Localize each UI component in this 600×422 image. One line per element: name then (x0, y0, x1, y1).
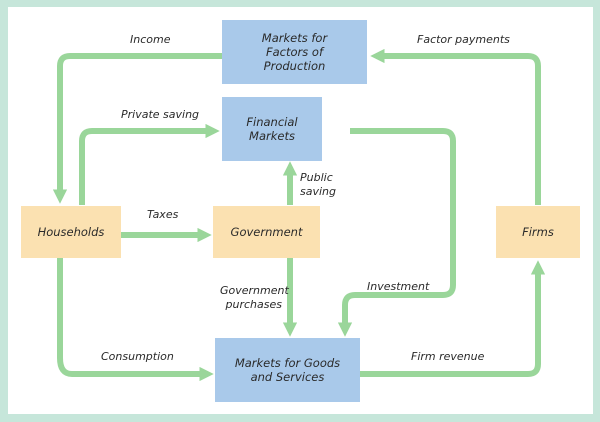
factor-payments-arrow (370, 48, 541, 205)
node-label: Markets for Factors of Production (261, 31, 328, 73)
label-government-purchases: Government purchases (220, 284, 289, 311)
node-households[interactable]: Households (21, 206, 121, 258)
label-factor-payments: Factor payments (417, 33, 510, 46)
investment-arrow (337, 128, 456, 337)
label-consumption: Consumption (101, 350, 174, 363)
node-label: Financial Markets (246, 115, 298, 143)
node-firms[interactable]: Firms (496, 206, 580, 258)
node-goods-markets[interactable]: Markets for Goods and Services (215, 338, 360, 402)
label-private-saving: Private saving (121, 108, 200, 121)
node-financial-markets[interactable]: Financial Markets (222, 97, 322, 161)
node-government[interactable]: Government (213, 206, 320, 258)
income-arrow (52, 53, 222, 204)
private-saving-arrow (79, 123, 220, 205)
label-taxes: Taxes (147, 208, 179, 221)
label-public-saving: Public saving (300, 171, 336, 198)
node-label: Government (230, 225, 303, 239)
node-factor-markets[interactable]: Markets for Factors of Production (222, 20, 367, 84)
consumption-arrow (57, 258, 214, 382)
node-label: Firms (522, 225, 554, 239)
node-label: Households (37, 225, 105, 239)
label-investment: Investment (367, 280, 430, 293)
label-firm-revenue: Firm revenue (411, 350, 485, 363)
node-label: Markets for Goods and Services (234, 356, 341, 384)
label-income: Income (130, 33, 171, 46)
firm-revenue-arrow (358, 260, 546, 377)
